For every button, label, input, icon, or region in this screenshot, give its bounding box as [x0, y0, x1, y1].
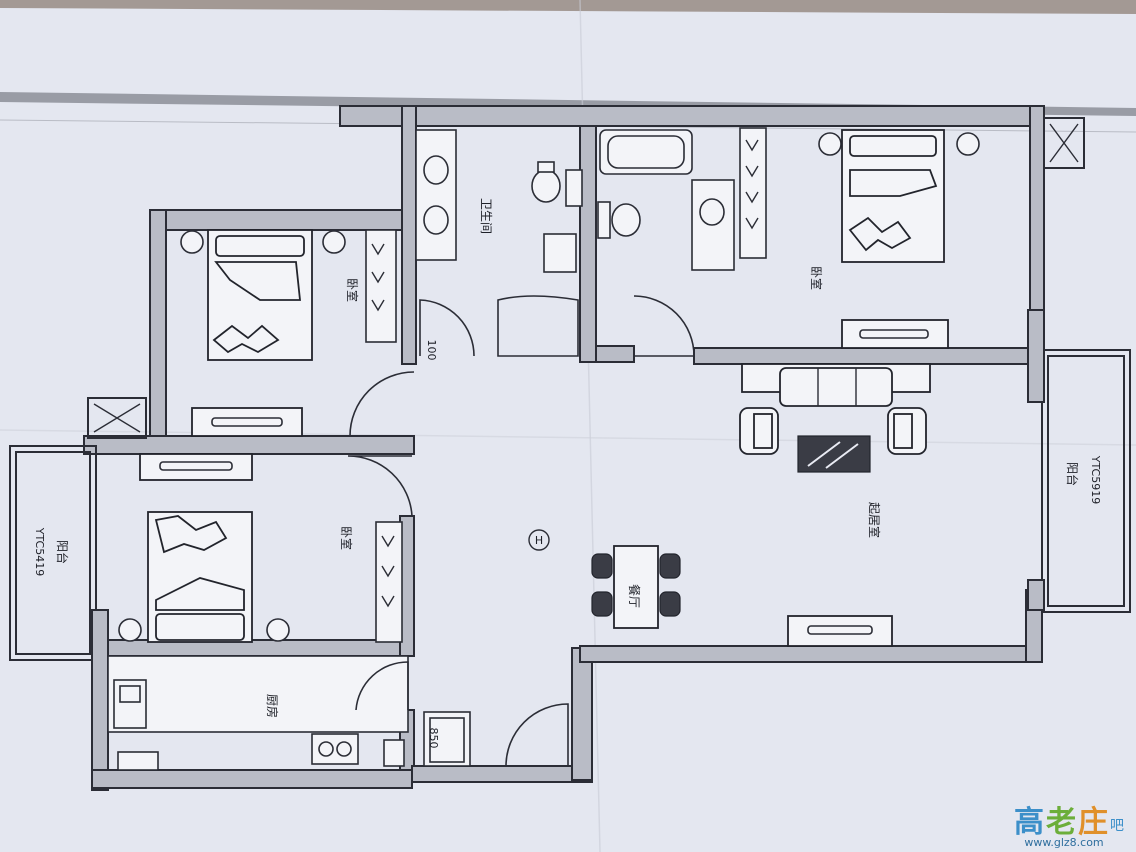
pillow-pile	[848, 216, 912, 252]
watermark-char-1: 高	[1014, 805, 1044, 840]
bathroom-fixtures	[415, 129, 583, 357]
chair	[591, 591, 613, 617]
bottom-left-bedroom-furniture	[118, 453, 413, 643]
paper-fold-horizontal	[0, 429, 1136, 446]
hall-marker	[528, 529, 550, 551]
pillow-pile	[212, 324, 280, 354]
site-watermark: 高 老 庄 吧 www.glz8.com	[1014, 805, 1124, 849]
wardrobe	[375, 521, 403, 643]
air-conditioner-icon	[87, 397, 147, 439]
nightstand-lamp-icon	[956, 132, 980, 156]
bedroom-door-swing	[349, 371, 415, 437]
bed-cover	[155, 577, 245, 611]
pillow	[155, 613, 245, 641]
chair	[659, 591, 681, 617]
dining-furniture	[591, 545, 681, 629]
room-label-kitchen: 厨房	[265, 694, 280, 718]
sink-icon	[699, 198, 725, 226]
pillow	[215, 235, 305, 257]
dimension-850: 850	[427, 728, 440, 749]
bathroom-door-swing	[419, 299, 475, 357]
watermark-url: www.glz8.com	[1024, 836, 1103, 849]
chair	[659, 553, 681, 579]
balcony-code-right: YTC5919	[1089, 455, 1102, 504]
right-bedroom-furniture	[597, 117, 1085, 357]
wardrobe	[365, 229, 397, 343]
kitchen-door-swing	[355, 661, 409, 711]
balcony-label-right: 阳台	[1065, 462, 1080, 486]
top-left-bedroom-furniture	[87, 229, 415, 439]
room-label-bedroom-top-left: 卧室	[345, 278, 360, 302]
nightstand-lamp-icon	[266, 618, 290, 642]
air-conditioner-icon	[1043, 117, 1085, 169]
watermark-char-2: 老	[1046, 805, 1076, 840]
room-label-living-room: 起居室	[867, 502, 882, 538]
vanity-counter	[415, 129, 457, 261]
living-room-furniture	[739, 363, 931, 647]
walls	[9, 105, 1131, 791]
kitchen-fixtures	[107, 655, 409, 771]
bedroom-door-swing	[347, 455, 413, 517]
nightstand-lamp-icon	[322, 230, 346, 254]
bed-cover	[214, 261, 301, 301]
entry-fixtures	[423, 703, 569, 767]
sink-icon	[423, 155, 449, 185]
bed-cover	[849, 169, 938, 197]
dimension-100: 100	[425, 340, 438, 361]
nightstand-lamp-icon	[180, 230, 204, 254]
hall-marker-symbol: H	[535, 534, 543, 547]
bedroom-door-swing	[633, 295, 695, 357]
entry-door-swing	[505, 703, 569, 767]
dining-table	[613, 545, 659, 629]
washing-machine-icon	[543, 233, 577, 273]
table-edge	[0, 0, 1136, 14]
toilet-icon	[531, 169, 561, 203]
room-label-bedroom-top-right: 卧室	[809, 266, 824, 290]
toilet-icon	[611, 203, 641, 237]
vanity-counter	[691, 179, 735, 271]
room-label-bedroom-bottom-left: 卧室	[339, 526, 354, 550]
balcony-code-left: YTC5419	[33, 527, 46, 576]
watermark-suffix: 吧	[1110, 818, 1124, 834]
chair	[591, 553, 613, 579]
coffee-table	[797, 435, 871, 473]
room-label-dining: 餐厅	[627, 584, 642, 608]
sink-icon	[423, 205, 449, 235]
pillow	[849, 135, 937, 157]
room-label-bathroom: 卫生间	[479, 198, 493, 234]
balcony-label-left: 阳台	[55, 540, 70, 564]
nightstand-lamp-icon	[818, 132, 842, 156]
fridge-icon	[383, 739, 405, 767]
shower-tray	[497, 295, 579, 357]
kitchen-counter	[107, 655, 409, 733]
nightstand-lamp-icon	[118, 618, 142, 642]
sofa	[779, 367, 893, 407]
pillow-pile	[154, 515, 228, 554]
watermark-char-3: 庄	[1078, 805, 1108, 840]
